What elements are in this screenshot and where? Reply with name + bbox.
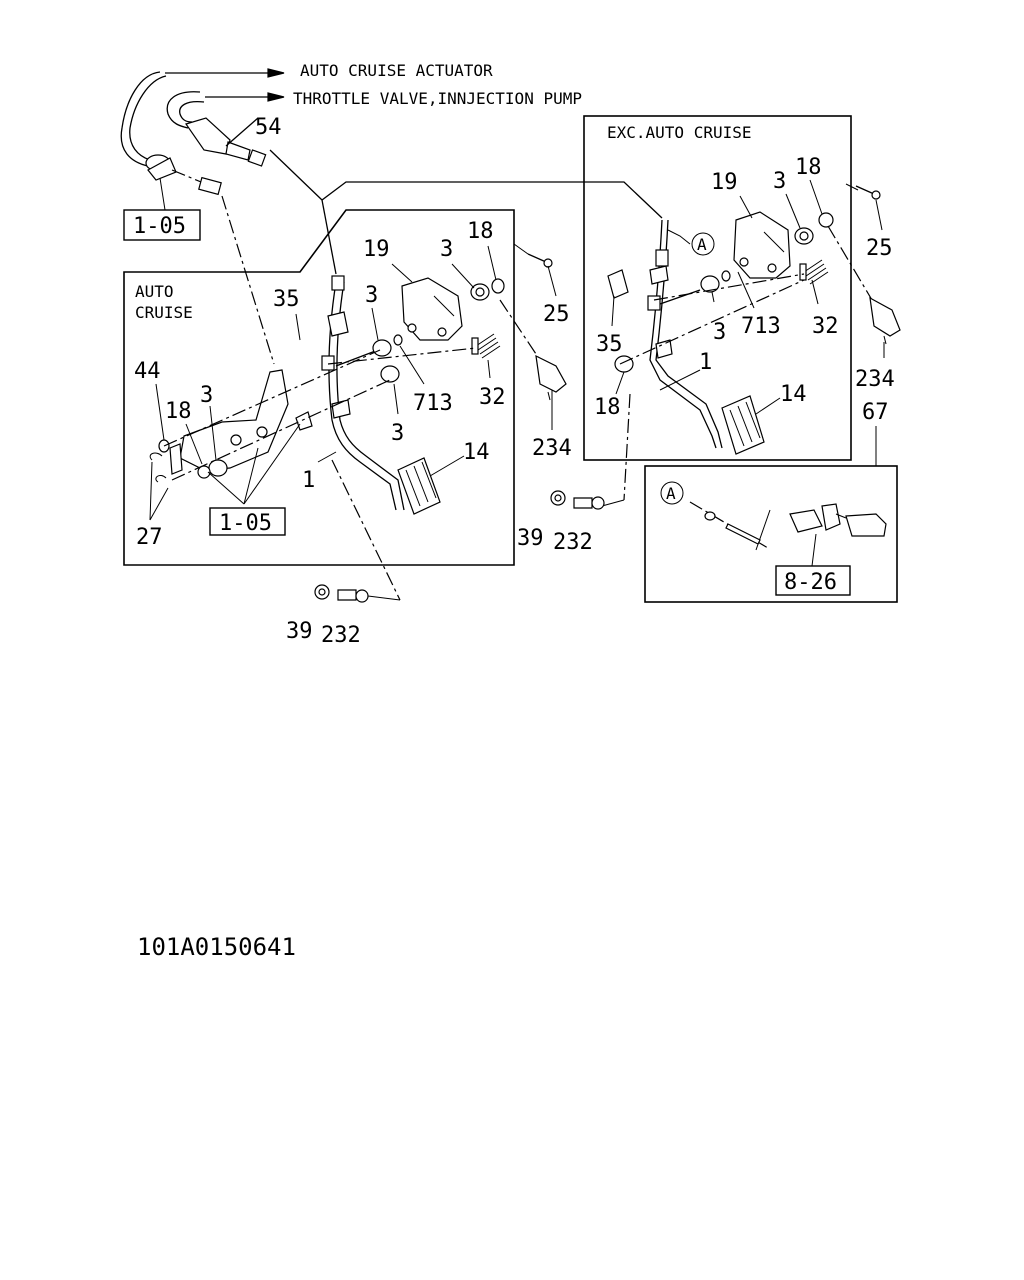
pedal-bracket-exc [733, 211, 791, 279]
pedal-arm-exc [607, 219, 723, 449]
bushings-exc [614, 212, 834, 373]
part-1-exc: 1 [699, 350, 712, 375]
part-35-auto: 35 [273, 287, 300, 312]
part-19-exc: 19 [711, 170, 738, 195]
part-35-exc: 35 [596, 332, 623, 357]
callout-auto-cruise-actuator: AUTO CRUISE ACTUATOR [300, 61, 493, 80]
spring-exc [799, 259, 829, 285]
auto-cruise-frame [123, 209, 515, 566]
part-67: 67 [862, 400, 889, 425]
pedal-arm-auto [321, 275, 405, 511]
spring-auto [471, 333, 501, 359]
bushings-auto [149, 278, 505, 483]
part-3-exc-b: 3 [713, 320, 726, 345]
cable-detail-frame [644, 465, 898, 603]
part-32-exc: 32 [812, 314, 839, 339]
bolt-nut-auto [314, 584, 401, 603]
marker-a-upper: A [697, 235, 707, 254]
part-3-auto-c: 3 [200, 383, 213, 408]
ref-box-1-05-auto [209, 507, 286, 536]
cable-detail [689, 501, 887, 567]
exc-auto-cruise-label: EXC.AUTO CRUISE [607, 123, 752, 142]
exc-auto-cruise-frame [583, 115, 852, 461]
switch-auto [499, 299, 567, 401]
part-232-exc: 232 [553, 530, 593, 555]
part-3-auto-b: 3 [440, 237, 453, 262]
bolt-25-exc [855, 185, 881, 200]
callout-throttle-valve: THROTTLE VALVE,INNJECTION PUMP [293, 89, 582, 108]
part-234-auto: 234 [532, 436, 572, 461]
part-18-auto-a: 18 [467, 219, 494, 244]
part-39-auto: 39 [286, 619, 313, 644]
auto-cruise-label-line2: CRUISE [135, 303, 193, 322]
bolt-nut-exc [550, 490, 605, 510]
part-32-auto: 32 [479, 385, 506, 410]
accelerator-pad-auto [397, 457, 441, 515]
leaders-exc [611, 179, 885, 415]
ref-label-8-26: 8-26 [784, 570, 837, 595]
pedal-bracket-auto [179, 277, 463, 471]
ref-label-1-05-auto: 1-05 [219, 511, 272, 536]
part-14-exc: 14 [780, 382, 807, 407]
drawing-code: 101A0150641 [137, 933, 296, 961]
part-18-auto-b: 18 [165, 399, 192, 424]
part-713-auto: 713 [413, 391, 453, 416]
part-1-auto: 1 [302, 468, 315, 493]
part-713-exc: 713 [741, 314, 781, 339]
part-25-exc: 25 [866, 236, 893, 261]
part-234-exc: 234 [855, 367, 895, 392]
ref-box-8-26 [775, 565, 851, 596]
part-232-auto: 232 [321, 623, 361, 648]
part-39-exc: 39 [517, 526, 544, 551]
part-14-auto: 14 [463, 440, 490, 465]
ref-box-1-05-top [123, 209, 201, 241]
part-3-exc-a: 3 [773, 169, 786, 194]
leaders-auto [149, 243, 557, 521]
cable-assembly [120, 68, 285, 211]
part-25-auto: 25 [543, 302, 570, 327]
part-27: 27 [136, 525, 163, 550]
marker-a-lower: A [666, 484, 676, 503]
bolt-25-auto [527, 253, 553, 268]
part-18-exc-b: 18 [594, 395, 621, 420]
part-19-auto: 19 [363, 237, 390, 262]
callout-labels: AUTO CRUISE ACTUATOR THROTTLE VALVE,INNJ… [293, 61, 582, 108]
part-3-auto-a: 3 [365, 283, 378, 308]
auto-cruise-label-line1: AUTO [135, 282, 174, 301]
marker-a-lower-circle [660, 481, 684, 505]
part-numbers: 54 35 3 19 3 18 25 44 18 3 713 32 3 234 … [134, 115, 895, 648]
part-3-auto-d: 3 [391, 421, 404, 446]
part-44: 44 [134, 359, 161, 384]
part-54: 54 [255, 115, 282, 140]
switch-exc [827, 225, 901, 345]
accelerator-pad-exc [721, 395, 765, 455]
part-18-exc-a: 18 [795, 155, 822, 180]
ref-label-1-05-top: 1-05 [133, 214, 186, 239]
marker-a-upper-circle [691, 232, 715, 256]
